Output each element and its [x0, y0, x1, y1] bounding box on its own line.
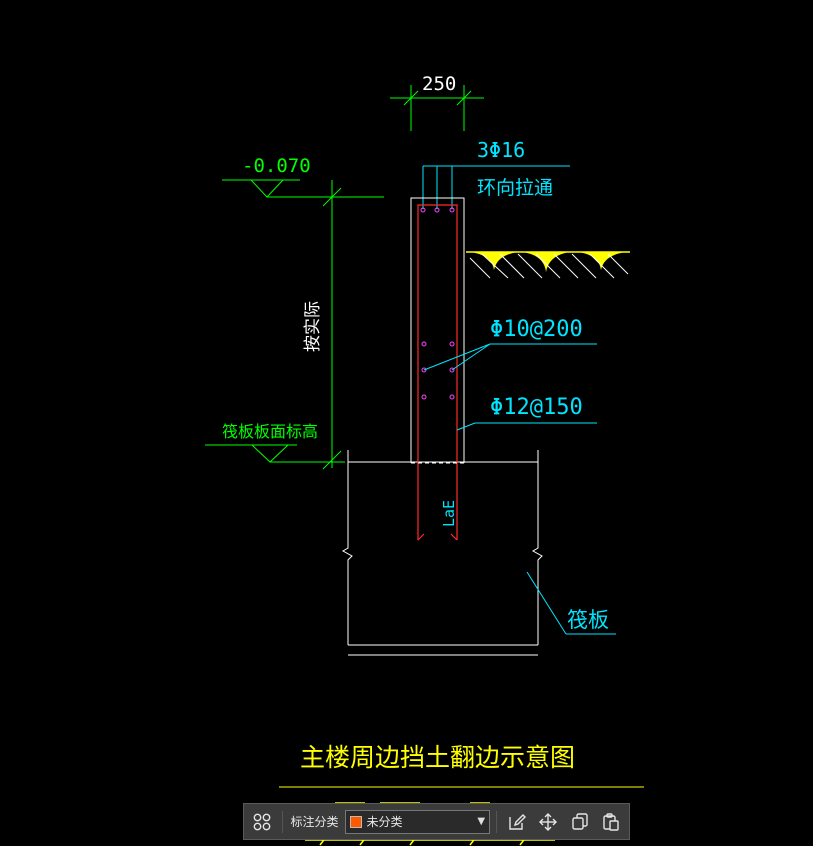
toolbar-separator — [281, 810, 283, 833]
category-color-swatch — [349, 815, 362, 828]
category-select[interactable]: 未分类 ▼ — [344, 809, 491, 834]
top-dimension — [390, 85, 484, 131]
elevation-text: -0.070 — [242, 155, 311, 177]
top-rebar-leader — [422, 165, 570, 209]
grid-icon[interactable] — [248, 808, 276, 836]
dim-width-text: 250 — [422, 73, 456, 95]
vert-rebar-text: Φ12@150 — [490, 395, 583, 420]
dist-rebar-text: Φ10@200 — [490, 317, 583, 342]
move-icon[interactable] — [535, 808, 563, 836]
edit-icon[interactable] — [503, 808, 531, 836]
elevation-marker — [222, 179, 384, 198]
vert-rebar-leader — [456, 422, 597, 431]
raft-leader — [526, 571, 616, 635]
wall-outline — [410, 197, 465, 463]
paste-icon[interactable] — [598, 808, 626, 836]
raft-label: 筏板 — [567, 608, 609, 632]
category-label: 标注分类 — [290, 815, 339, 829]
chevron-down-icon: ▼ — [477, 816, 486, 827]
vertical-dimension — [322, 180, 342, 470]
copy-icon[interactable] — [566, 808, 594, 836]
drawing-title: 主楼周边挡土翻边示意图 — [300, 743, 575, 772]
vertical-dim-text: 按实际 — [303, 301, 323, 352]
toolbar-separator — [496, 810, 498, 833]
top-rebar-note: 环向拉通 — [477, 177, 553, 199]
anchor-label: LaE — [440, 500, 458, 527]
raft-outline — [342, 450, 543, 656]
rebar-dots — [420, 207, 455, 400]
top-rebar-text: 3Φ16 — [477, 138, 525, 162]
raft-top-marker — [205, 444, 345, 463]
category-value: 未分类 — [366, 815, 403, 829]
annotation-toolbar: 标注分类 未分类 ▼ — [243, 803, 630, 840]
dist-rebar-leader — [423, 343, 597, 371]
soil-hatch — [466, 251, 630, 279]
wall-rebar — [417, 204, 458, 541]
raft-top-label: 筏板板面标高 — [222, 422, 318, 441]
